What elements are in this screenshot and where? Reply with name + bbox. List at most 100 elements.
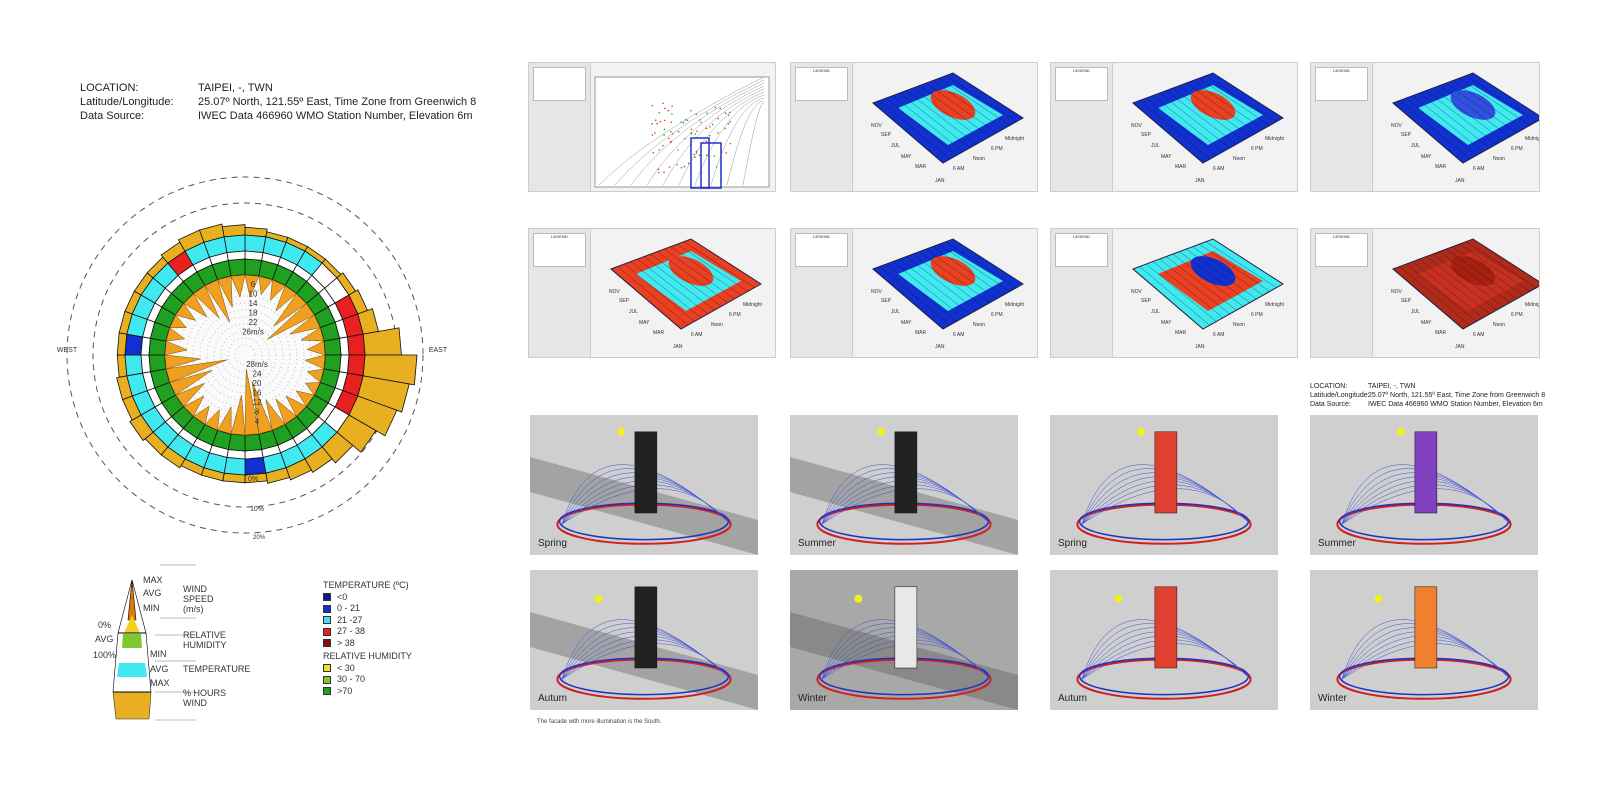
season-label: Summer [1318, 538, 1356, 549]
panel-legend: LEGEND [795, 233, 848, 267]
legend-swatch [323, 664, 331, 672]
axis-label: NOV [609, 289, 620, 295]
key-temperature: TEMPERATURE [183, 664, 250, 674]
annual-surface-plot-panel: LEGENDMidnight6 PMNoon6 AMJANMARMAYJULSE… [790, 228, 1038, 358]
panel-sidebar: LEGEND [791, 229, 853, 357]
legend-swatch [323, 593, 331, 601]
speed-tick: 10 [249, 290, 258, 299]
data-point [658, 169, 660, 171]
tower-building [895, 587, 917, 668]
tower-building [635, 587, 657, 668]
annual-surface-plot-panel: LEGENDMidnight6 PMNoon6 AMJANMARMAYJULSE… [1050, 228, 1298, 358]
key-min-2: MIN [150, 649, 167, 659]
axis-label: MAR [1175, 164, 1186, 170]
panel-legend: LEGEND [795, 67, 848, 101]
axis-label: Noon [1233, 156, 1245, 162]
axis-label: MAY [1421, 320, 1431, 326]
tower-building [1415, 587, 1437, 668]
sun-icon [1397, 428, 1405, 436]
legend-item: > 38 [323, 638, 412, 650]
legend-swatch [323, 639, 331, 647]
axis-label: Noon [973, 322, 985, 328]
latlon-label: Latitude/Longitude: [80, 95, 198, 109]
season-label: Spring [1058, 538, 1087, 549]
legend-item-label: <0 [337, 592, 347, 604]
legend-swatch [323, 628, 331, 636]
key-max-2: MAX [150, 678, 170, 688]
location-header-small: LOCATION:TAIPEI, -, TWN Latitude/Longitu… [1310, 382, 1545, 409]
legend-item-label: < 30 [337, 663, 355, 675]
axis-label: Midnight [1005, 136, 1024, 142]
data-point [654, 132, 656, 134]
annual-surface-plot-panel: LEGENDMidnight6 PMNoon6 AMJANMARMAYJULSE… [1310, 62, 1540, 192]
location-label: LOCATION: [80, 81, 198, 95]
data-point [670, 121, 672, 123]
axis-label: JUL [891, 309, 900, 315]
axis-label: MAY [1161, 320, 1171, 326]
axis-label: 6 PM [1251, 146, 1263, 152]
data-point [728, 123, 730, 125]
panel-legend: LEGEND [1315, 233, 1368, 267]
axis-label: JUL [1151, 143, 1160, 149]
axis-label: JUL [1411, 143, 1420, 149]
data-point [720, 154, 722, 156]
axis-label: 6 AM [1473, 166, 1484, 172]
data-point [700, 122, 702, 124]
axis-label: MAR [1435, 330, 1446, 336]
sun-path-scene [790, 415, 1018, 555]
data-point [660, 121, 662, 123]
axis-label: 6 PM [991, 146, 1003, 152]
key-hours-wind: % HOURS WIND [183, 688, 228, 708]
axis-label: MAY [901, 154, 911, 160]
axis-label: Noon [1493, 322, 1505, 328]
axis-label: NOV [871, 289, 882, 295]
data-point [712, 124, 714, 126]
legend-heading: LEGEND [551, 234, 567, 239]
psychrometric-chart-panel [528, 62, 776, 192]
key-min-1: MIN [143, 603, 160, 613]
sun-path-scene [790, 570, 1018, 710]
data-point [691, 128, 693, 130]
data-point [670, 142, 672, 144]
sun-icon [1114, 595, 1122, 603]
data-point [700, 151, 702, 153]
psychrometric-chart [591, 63, 776, 192]
data-point [694, 156, 696, 158]
data-point [658, 112, 660, 114]
legend-item-label: >70 [337, 686, 352, 698]
legend-item: <0 [323, 592, 412, 604]
data-point [691, 158, 693, 160]
data-point [709, 126, 711, 128]
axis-label: NOV [1131, 289, 1142, 295]
source-value: IWEC Data 466960 WMO Station Number, Ele… [198, 109, 473, 123]
axis-label: 6 PM [729, 312, 741, 318]
key-avg-rh: AVG [95, 634, 113, 644]
axis-label: MAY [1421, 154, 1431, 160]
axis-label: Midnight [743, 302, 762, 308]
axis-label: 6 AM [1213, 332, 1224, 338]
sun-path-render: Winter [790, 570, 1018, 710]
axis-label: Noon [1493, 156, 1505, 162]
caption: The facade with more illumination is the… [537, 719, 661, 725]
speed-tick: 28m/s [246, 360, 268, 369]
legend-swatch [323, 605, 331, 613]
legend-swatch [323, 687, 331, 695]
data-point [677, 149, 679, 151]
sun-icon [1137, 428, 1145, 436]
axis-label: MAY [901, 320, 911, 326]
axis-label: 6 AM [1473, 332, 1484, 338]
legend-swatch [323, 616, 331, 624]
sun-path-scene [1050, 415, 1278, 555]
panel-sidebar: LEGEND [1051, 229, 1113, 357]
data-point [676, 164, 678, 166]
data-point [716, 166, 718, 168]
data-point [678, 131, 680, 133]
sun-path-scene [530, 415, 758, 555]
sun-icon [594, 595, 602, 603]
data-point [672, 133, 674, 135]
temperature-segment [125, 355, 143, 376]
data-point [664, 129, 666, 131]
panel-sidebar [529, 63, 591, 191]
location-value-small: TAIPEI, -, TWN [1368, 383, 1416, 390]
legend-heading: LEGEND [1333, 68, 1349, 73]
